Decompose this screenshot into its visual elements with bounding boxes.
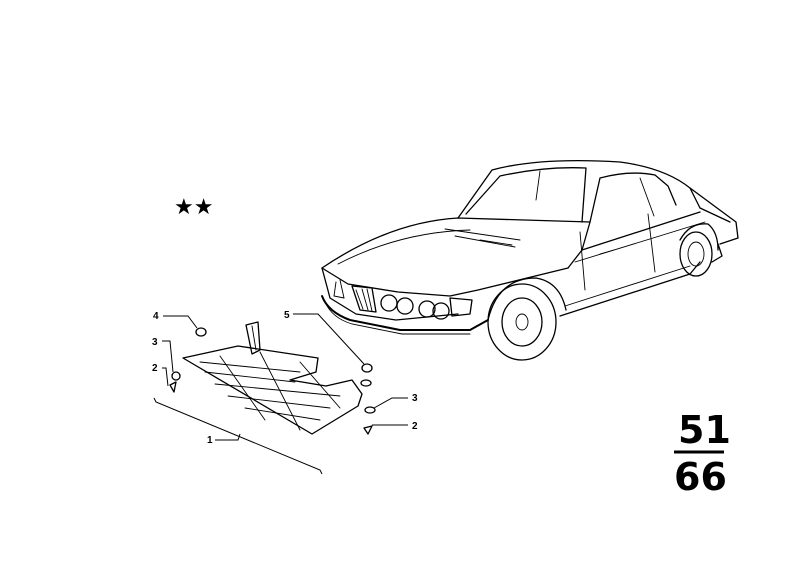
callout-4: 4 <box>153 311 159 322</box>
callout-2-left: 2 <box>152 363 158 374</box>
underbody-plate <box>182 321 363 435</box>
callout-5: 5 <box>284 310 290 321</box>
car-illustration <box>321 159 739 361</box>
fastener-parts <box>169 327 376 435</box>
callout-3-right: 3 <box>412 393 418 404</box>
leader-lines <box>153 313 408 475</box>
callout-3-left: 3 <box>152 337 158 348</box>
marker-stars: ★★ <box>174 195 213 220</box>
group-number-sub: 66 <box>674 455 727 499</box>
callout-labels: 1 2 3 4 5 3 2 <box>152 310 418 446</box>
callout-2-right: 2 <box>412 421 418 432</box>
group-number-main: 51 <box>678 408 731 452</box>
callout-1: 1 <box>207 435 213 446</box>
group-number: 51 66 <box>674 408 731 499</box>
